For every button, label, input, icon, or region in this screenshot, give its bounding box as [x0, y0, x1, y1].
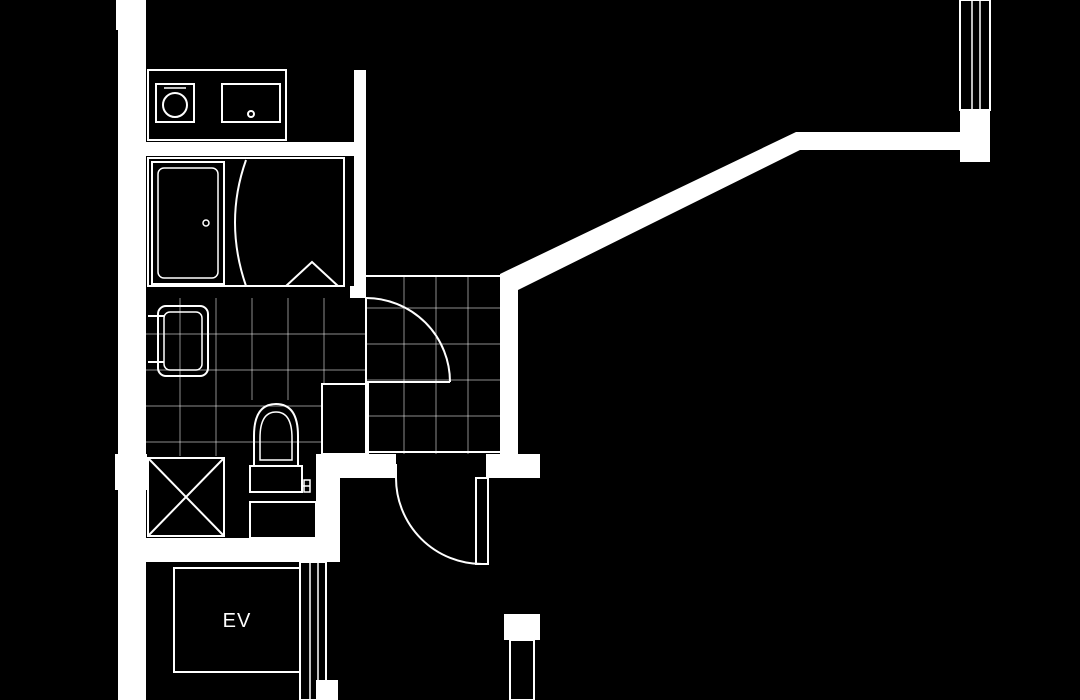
bath-right-stub — [350, 286, 366, 298]
entrance-column — [509, 639, 535, 700]
hall-door — [365, 297, 451, 383]
storage-box — [147, 457, 225, 537]
elevator-car — [173, 567, 301, 673]
washbasin-inner — [163, 311, 203, 371]
laundry-nook — [147, 69, 287, 141]
toilet-seat-inner — [259, 411, 293, 461]
laundry-bottom-wall — [146, 142, 366, 156]
laundry-counter — [147, 69, 287, 141]
elevator: EV — [173, 567, 301, 673]
left-exterior-wall-bottom — [118, 486, 146, 700]
bathroom — [147, 157, 345, 287]
shower-curve — [234, 159, 247, 287]
left-window-frame-top — [116, 0, 130, 30]
bath-door-swing — [285, 260, 339, 287]
corridor-wall — [316, 454, 396, 478]
bathtub — [151, 161, 225, 285]
bathtub-drain — [202, 219, 210, 227]
bathroom-outline — [147, 157, 345, 287]
small-cabinet — [249, 501, 317, 539]
closet-box — [321, 383, 369, 455]
elevator-label: EV — [223, 610, 252, 632]
washer-drum — [162, 92, 188, 118]
left-exterior-wall-top — [118, 0, 146, 460]
toilet — [249, 402, 311, 493]
hall-door-arc — [365, 297, 451, 383]
bathtub-inner — [157, 167, 219, 279]
ev-bottom-right-block — [316, 680, 338, 700]
hall-right-wall — [500, 274, 518, 474]
entrance-column-top — [504, 614, 540, 640]
entrance-door-leaf — [475, 477, 489, 565]
sink-drain — [247, 110, 255, 118]
washing-machine — [155, 83, 195, 123]
toilet-bowl — [253, 402, 299, 467]
toilet-bottom-wall — [146, 538, 336, 562]
washbasin-outer — [157, 305, 209, 377]
storage-box-outline — [147, 457, 225, 537]
walls — [115, 0, 991, 700]
utility-sink — [221, 83, 281, 123]
left-window-frame-mid — [115, 454, 147, 490]
hall-right-corner — [486, 454, 540, 478]
ev-shaft-right — [299, 561, 327, 700]
toilet-tank — [249, 465, 303, 493]
right-window-frame — [959, 0, 991, 111]
right-upper-wall — [960, 110, 990, 162]
entrance-door — [395, 464, 489, 565]
washbasin — [148, 305, 209, 377]
diagonal-wall — [500, 132, 960, 290]
toilet-paper-holder — [303, 479, 311, 493]
entrance-door-arc — [395, 477, 483, 565]
laundry-right-wall — [354, 70, 366, 298]
storage-box-cross-2 — [147, 457, 225, 537]
